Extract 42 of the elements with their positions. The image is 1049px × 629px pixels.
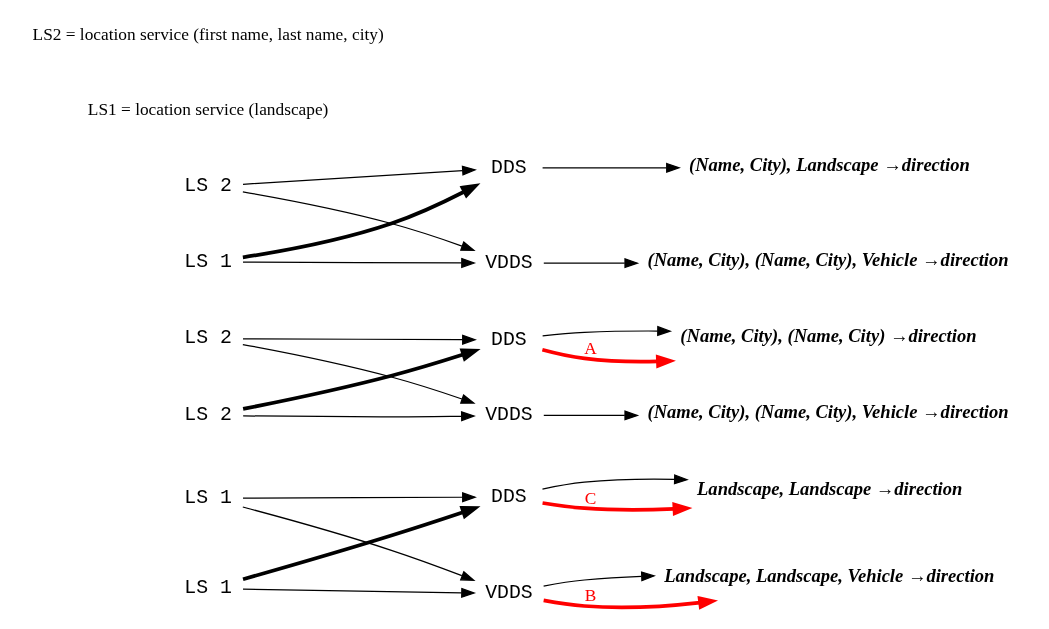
arrow <box>542 571 656 587</box>
node-text: VDDS <box>484 404 533 427</box>
label: LS2 = location service (first name, last name, city) <box>32 24 384 44</box>
label: LS1 = location service (landscape) <box>87 100 328 120</box>
edge-label: B <box>584 586 596 606</box>
edge-label: A <box>583 338 597 358</box>
arrow <box>541 162 681 174</box>
arrow <box>541 501 692 516</box>
arrow <box>541 325 672 337</box>
node-text: LS 2 <box>183 175 232 198</box>
node-text: Landscape, Landscape →direction <box>696 478 962 500</box>
arrow <box>542 257 639 269</box>
arrow <box>241 343 476 404</box>
node-text: (Name, City), (Name, City), Vehicle →direction <box>647 401 1009 423</box>
node-text: LS 1 <box>183 577 232 600</box>
node-text: LS 1 <box>183 487 232 510</box>
node-text: Landscape, Landscape, Vehicle →direction <box>663 564 994 586</box>
arrow <box>241 165 477 185</box>
node-text: (Name, City), (Name, City), Vehicle →direction <box>647 249 1009 271</box>
node-text: DDS <box>490 485 527 508</box>
arrow <box>241 191 476 251</box>
arrow <box>542 410 639 421</box>
arrow <box>242 348 481 411</box>
edge-label: C <box>584 488 596 508</box>
node-text: VDDS <box>484 251 533 274</box>
node-text: (Name, City), Landscape →direction <box>688 153 970 175</box>
node-text: LS 2 <box>183 404 232 427</box>
node-text: VDDS <box>484 582 533 605</box>
node-text: (Name, City), (Name, City) →direction <box>679 324 977 346</box>
arrow <box>241 492 477 503</box>
arrow <box>241 257 476 269</box>
node-text: DDS <box>490 156 527 179</box>
arrow <box>242 411 476 422</box>
arrow <box>542 595 718 610</box>
node-text: DDS <box>490 328 527 351</box>
arrow <box>541 474 689 490</box>
arrow <box>241 334 477 345</box>
node-text: LS 2 <box>183 327 232 350</box>
arrow <box>242 183 480 260</box>
arrow <box>541 347 676 369</box>
arrow <box>241 587 476 599</box>
node-text: LS 1 <box>183 250 232 273</box>
